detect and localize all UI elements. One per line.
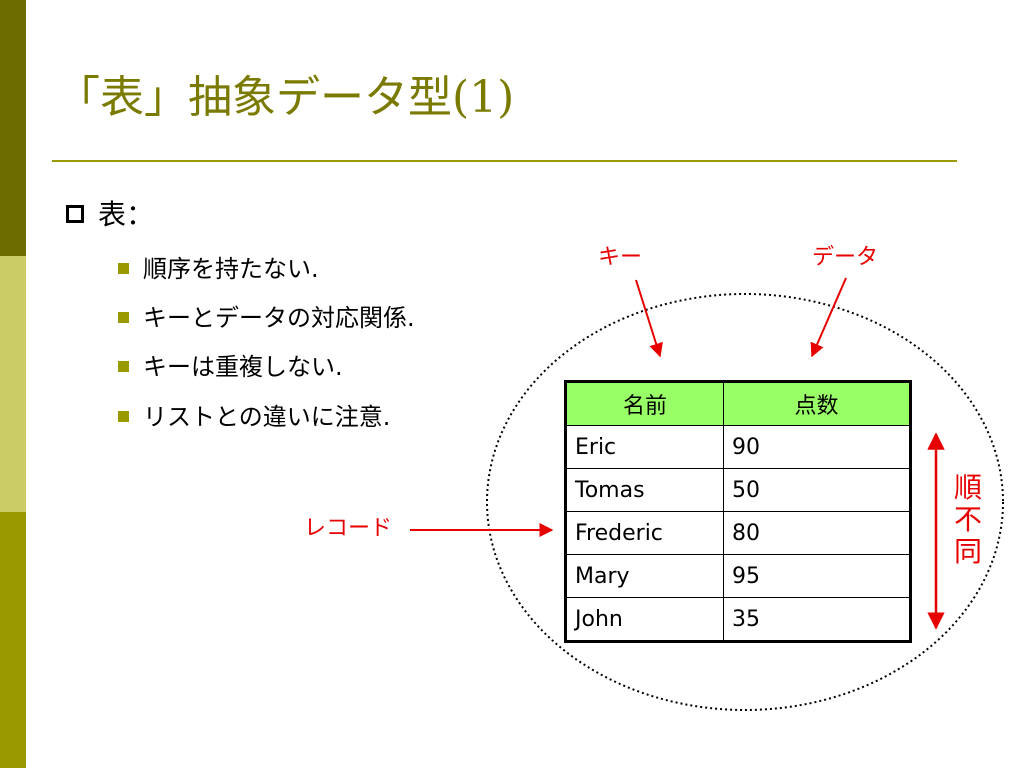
cell-score: 90 <box>723 425 911 469</box>
table-row: Mary 95 <box>565 554 911 598</box>
order-char: 同 <box>953 535 982 568</box>
cell-name: Tomas <box>565 468 724 512</box>
data-arrow <box>810 277 847 358</box>
bullet-level2: キーは重複しない. <box>118 347 343 382</box>
order-label: 順 不 同 <box>950 472 986 568</box>
cell-name: Eric <box>565 425 724 469</box>
sidebar-block-dark <box>0 0 26 256</box>
bullet-level2: 順序を持たない. <box>118 249 319 284</box>
square-bullet-icon <box>118 262 129 274</box>
cell-name: Mary <box>565 554 724 598</box>
table-header-row: 名前 点数 <box>565 381 911 426</box>
cell-score: 80 <box>723 511 911 555</box>
slide-title-paren: (1) <box>452 72 515 123</box>
cell-score: 35 <box>723 597 911 642</box>
data-label: データ <box>812 245 879 270</box>
order-char: 順 <box>953 471 982 504</box>
table-row: Eric 90 <box>565 425 911 469</box>
cell-name: John <box>565 597 724 642</box>
key-label: キー <box>598 245 643 270</box>
record-table: 名前 点数 Eric 90 Tomas 50 Frederic 80 Mary … <box>564 380 912 643</box>
square-bullet-icon <box>118 410 129 422</box>
square-bullet-icon <box>118 311 129 323</box>
bullet-level1: 表： <box>66 193 154 233</box>
bullet-level2: リストとの違いに注意. <box>118 397 390 432</box>
cell-score: 50 <box>723 468 911 512</box>
table-row: Tomas 50 <box>565 468 911 512</box>
bullet-text: リストとの違いに注意. <box>143 403 391 431</box>
sidebar-block-mid <box>0 512 26 768</box>
key-arrow <box>635 279 663 358</box>
slide-title-text: 「表」抽象データ型 <box>56 72 452 123</box>
header-name: 名前 <box>565 381 724 426</box>
bullet-text: キーは重複しない. <box>143 353 343 381</box>
slide-title: 「表」抽象データ型(1) <box>56 76 514 120</box>
title-divider <box>52 160 957 162</box>
table-row: John 35 <box>565 597 911 642</box>
bullet-level2: キーとデータの対応関係. <box>118 298 415 333</box>
cell-score: 95 <box>723 554 911 598</box>
table-row: Frederic 80 <box>565 511 911 555</box>
cell-name: Frederic <box>565 511 724 555</box>
record-label: レコード <box>304 516 393 541</box>
header-score: 点数 <box>723 381 911 426</box>
bullet-text: 順序を持たない. <box>143 255 319 283</box>
bullet-text: キーとデータの対応関係. <box>143 304 415 332</box>
order-char: 不 <box>953 503 982 536</box>
sidebar-block-light <box>0 256 26 512</box>
square-bullet-icon <box>118 360 129 372</box>
sidebar-decoration <box>0 0 26 768</box>
hollow-square-bullet-icon <box>66 205 84 223</box>
bullet-level1-text: 表： <box>98 198 155 231</box>
record-set-ellipse <box>486 293 1004 711</box>
